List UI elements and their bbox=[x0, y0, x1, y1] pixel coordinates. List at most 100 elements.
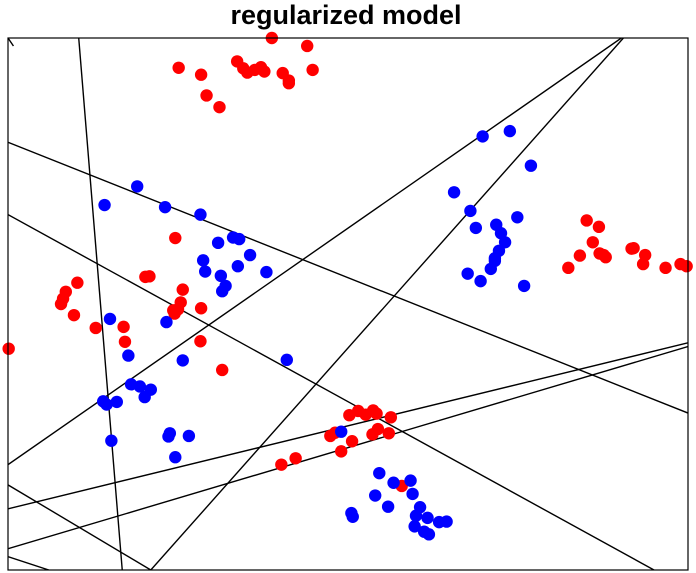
point-blue-24 bbox=[243, 248, 257, 262]
point-red-31 bbox=[54, 297, 68, 311]
point-blue-0 bbox=[476, 130, 489, 143]
point-red-22 bbox=[167, 304, 180, 317]
point-red-50 bbox=[275, 458, 288, 471]
point-red-61 bbox=[627, 241, 640, 255]
point-blue-51 bbox=[387, 476, 400, 489]
point-blue-13 bbox=[484, 262, 497, 276]
point-red-52 bbox=[580, 214, 593, 227]
boundary-line-7 bbox=[8, 484, 152, 570]
point-blue-52 bbox=[404, 474, 417, 487]
point-red-13 bbox=[306, 63, 319, 77]
point-blue-33 bbox=[103, 312, 117, 326]
point-blue-55 bbox=[406, 487, 419, 501]
point-red-27 bbox=[67, 308, 81, 322]
point-red-46 bbox=[324, 429, 337, 443]
plot-area bbox=[8, 38, 688, 570]
point-blue-44 bbox=[105, 434, 118, 447]
boundary-line-8 bbox=[8, 38, 15, 47]
point-red-53 bbox=[592, 220, 606, 234]
point-red-66 bbox=[680, 260, 693, 273]
point-red-63 bbox=[636, 257, 650, 271]
point-blue-36 bbox=[280, 353, 293, 367]
point-blue-59 bbox=[421, 511, 434, 525]
point-blue-20 bbox=[194, 208, 207, 221]
point-blue-29 bbox=[231, 260, 245, 273]
point-blue-46 bbox=[162, 430, 175, 443]
point-red-49 bbox=[289, 452, 302, 465]
point-blue-63 bbox=[422, 528, 436, 541]
point-red-0 bbox=[172, 61, 185, 74]
point-red-2 bbox=[213, 100, 226, 114]
point-blue-25 bbox=[260, 265, 273, 279]
point-red-39 bbox=[370, 407, 383, 420]
point-blue-40 bbox=[138, 390, 151, 404]
point-blue-2 bbox=[524, 159, 538, 172]
point-red-44 bbox=[382, 427, 395, 440]
point-red-26 bbox=[89, 321, 102, 335]
point-red-15 bbox=[282, 74, 296, 87]
point-red-47 bbox=[345, 435, 359, 448]
point-red-33 bbox=[2, 342, 15, 355]
point-blue-1 bbox=[503, 124, 517, 138]
point-blue-18 bbox=[98, 198, 111, 212]
point-blue-54 bbox=[381, 500, 395, 513]
point-red-35 bbox=[216, 363, 229, 377]
point-red-42 bbox=[384, 411, 398, 424]
point-red-48 bbox=[335, 445, 348, 458]
point-blue-22 bbox=[233, 232, 246, 246]
boundary-line-5 bbox=[8, 345, 688, 550]
point-red-24 bbox=[194, 302, 208, 315]
point-blue-32 bbox=[160, 315, 173, 329]
point-red-12 bbox=[301, 39, 314, 53]
point-blue-48 bbox=[169, 451, 182, 464]
point-blue-23 bbox=[211, 236, 225, 250]
point-red-58 bbox=[573, 249, 587, 262]
point-red-59 bbox=[562, 261, 575, 275]
point-blue-34 bbox=[176, 354, 189, 367]
point-blue-28 bbox=[199, 265, 212, 278]
point-blue-26 bbox=[214, 269, 228, 283]
point-red-34 bbox=[194, 335, 207, 348]
point-blue-65 bbox=[346, 510, 359, 523]
chart-title: regularized model bbox=[230, 0, 461, 30]
point-red-32 bbox=[118, 335, 132, 348]
point-blue-57 bbox=[409, 509, 423, 522]
boundary-line-2 bbox=[8, 214, 655, 570]
point-blue-58 bbox=[408, 520, 421, 533]
point-red-57 bbox=[597, 248, 610, 262]
point-red-1 bbox=[194, 68, 208, 81]
point-blue-49 bbox=[335, 425, 348, 438]
boundary-line-0 bbox=[78, 38, 123, 570]
point-blue-50 bbox=[373, 466, 386, 480]
point-blue-14 bbox=[461, 267, 474, 280]
boundary-line-9 bbox=[8, 556, 50, 570]
boundary-line-6 bbox=[150, 38, 624, 570]
point-blue-41 bbox=[110, 395, 124, 409]
point-blue-39 bbox=[133, 380, 147, 393]
point-blue-47 bbox=[182, 429, 196, 443]
point-red-16 bbox=[169, 231, 182, 245]
point-blue-61 bbox=[440, 515, 453, 528]
point-red-3 bbox=[200, 89, 213, 102]
point-red-19 bbox=[176, 283, 189, 296]
point-blue-27 bbox=[196, 254, 210, 267]
point-red-25 bbox=[117, 320, 130, 334]
point-blue-3 bbox=[447, 186, 461, 199]
boundary-line-3 bbox=[8, 38, 622, 466]
boundary-lines bbox=[8, 38, 688, 570]
point-red-9 bbox=[258, 65, 271, 78]
boundary-line-1 bbox=[8, 141, 688, 414]
point-blue-31 bbox=[216, 285, 229, 298]
point-red-28 bbox=[71, 276, 84, 289]
point-red-64 bbox=[659, 261, 672, 275]
point-blue-43 bbox=[100, 398, 113, 411]
point-red-43 bbox=[366, 428, 379, 441]
plot-frame bbox=[7, 37, 689, 571]
point-red-54 bbox=[586, 236, 599, 249]
point-blue-5 bbox=[469, 221, 483, 235]
point-blue-7 bbox=[511, 211, 524, 224]
point-blue-35 bbox=[122, 349, 135, 362]
point-red-23 bbox=[174, 296, 187, 309]
point-blue-16 bbox=[517, 279, 531, 293]
